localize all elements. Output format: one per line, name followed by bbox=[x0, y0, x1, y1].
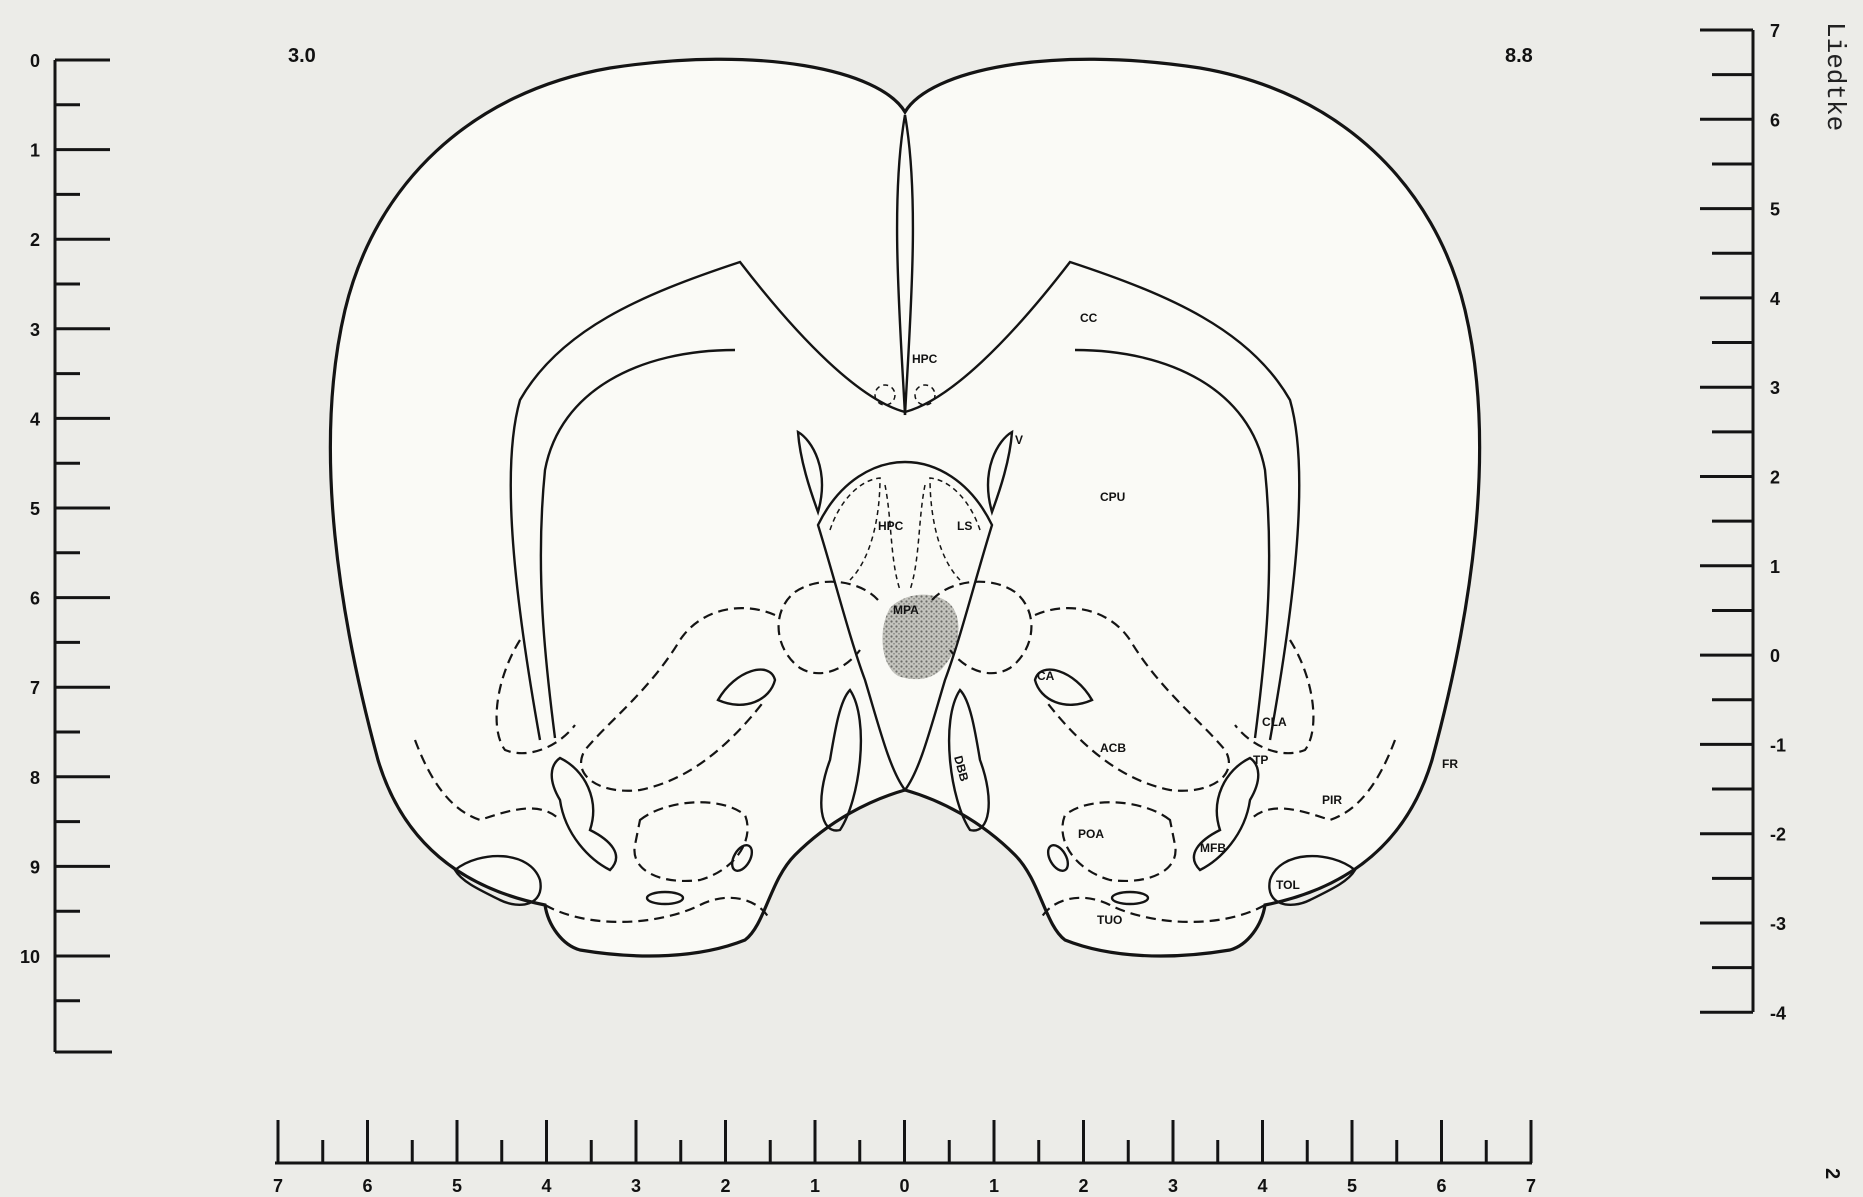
author-name: Liedtke bbox=[1820, 22, 1850, 131]
left-scale-label: 2 bbox=[30, 230, 40, 250]
right-scale-label: 0 bbox=[1770, 646, 1780, 666]
left-scale-label: 3 bbox=[30, 320, 40, 340]
label-acb: ACB bbox=[1100, 741, 1126, 755]
plate-right-corner-label: 8.8 bbox=[1505, 45, 1533, 67]
label-cpu: CPU bbox=[1100, 490, 1125, 504]
left-scale-label: 6 bbox=[30, 589, 40, 609]
bottom-scale-label: 5 bbox=[452, 1176, 462, 1196]
bottom-scale-label: 7 bbox=[1526, 1176, 1536, 1196]
right-scale-label: 1 bbox=[1770, 557, 1780, 577]
label-ca: CA bbox=[1037, 669, 1055, 683]
left-scale-label: 7 bbox=[30, 678, 40, 698]
right-scale-label: -2 bbox=[1770, 825, 1786, 845]
right-scale-label: 7 bbox=[1770, 21, 1780, 41]
label-v: V bbox=[1015, 433, 1023, 447]
bottom-lateral-scale: 7 6 5 4 3 2 1 0 1 2 3 4 5 6 7 bbox=[273, 1120, 1536, 1196]
label-tuo: TUO bbox=[1097, 913, 1122, 927]
left-scale-label: 5 bbox=[30, 499, 40, 519]
label-hpc-top: HPC bbox=[912, 352, 938, 366]
right-scale-label: -3 bbox=[1770, 914, 1786, 934]
label-cla: CLA bbox=[1262, 715, 1287, 729]
page-number: 2 bbox=[1821, 1168, 1843, 1179]
bottom-scale-label: 2 bbox=[720, 1176, 730, 1196]
left-scale-label: 0 bbox=[30, 51, 40, 71]
left-scale-label: 4 bbox=[30, 409, 40, 429]
label-ls: LS bbox=[957, 519, 972, 533]
bottom-scale-label: 1 bbox=[810, 1176, 820, 1196]
right-scale-label: 5 bbox=[1770, 200, 1780, 220]
label-cc: CC bbox=[1080, 311, 1098, 325]
bottom-scale-label: 3 bbox=[631, 1176, 641, 1196]
right-scale-label: -4 bbox=[1770, 1003, 1786, 1023]
left-depth-scale: 0 1 2 3 4 5 6 7 8 9 10 bbox=[20, 51, 112, 1052]
bottom-scale-label: 3 bbox=[1168, 1176, 1178, 1196]
left-scale-label: 9 bbox=[30, 857, 40, 877]
label-poa: POA bbox=[1078, 827, 1104, 841]
bottom-scale-label: 4 bbox=[541, 1176, 551, 1196]
bottom-scale-label: 2 bbox=[1078, 1176, 1088, 1196]
bottom-scale-label: 5 bbox=[1347, 1176, 1357, 1196]
bottom-scale-label: 1 bbox=[989, 1176, 999, 1196]
bottom-scale-label: 7 bbox=[273, 1176, 283, 1196]
bottom-scale-label: 4 bbox=[1257, 1176, 1267, 1196]
right-depth-scale: 7 6 5 4 3 2 1 0 -1 -2 -3 -4 bbox=[1700, 21, 1786, 1023]
right-scale-label: -1 bbox=[1770, 735, 1786, 755]
right-scale-label: 3 bbox=[1770, 378, 1780, 398]
right-scale-label: 4 bbox=[1770, 289, 1780, 309]
label-tp: TP bbox=[1253, 753, 1268, 767]
label-mfb: MFB bbox=[1200, 841, 1226, 855]
bottom-scale-label: 6 bbox=[362, 1176, 372, 1196]
label-fr: FR bbox=[1442, 757, 1458, 771]
left-scale-label: 1 bbox=[30, 141, 40, 161]
label-hpc: HPC bbox=[878, 519, 904, 533]
left-scale-label: 8 bbox=[30, 768, 40, 788]
label-pir: PIR bbox=[1322, 793, 1342, 807]
label-mpa: MPA bbox=[893, 603, 919, 617]
bottom-scale-label: 0 bbox=[899, 1176, 909, 1196]
bottom-scale-label: 6 bbox=[1436, 1176, 1446, 1196]
left-scale-label: 10 bbox=[20, 947, 40, 967]
label-tol: TOL bbox=[1276, 878, 1300, 892]
right-scale-label: 2 bbox=[1770, 468, 1780, 488]
plate-left-corner-label: 3.0 bbox=[288, 45, 316, 67]
right-scale-label: 6 bbox=[1770, 110, 1780, 130]
brain-outline bbox=[330, 59, 1479, 956]
coronal-brain-section bbox=[330, 59, 1479, 956]
